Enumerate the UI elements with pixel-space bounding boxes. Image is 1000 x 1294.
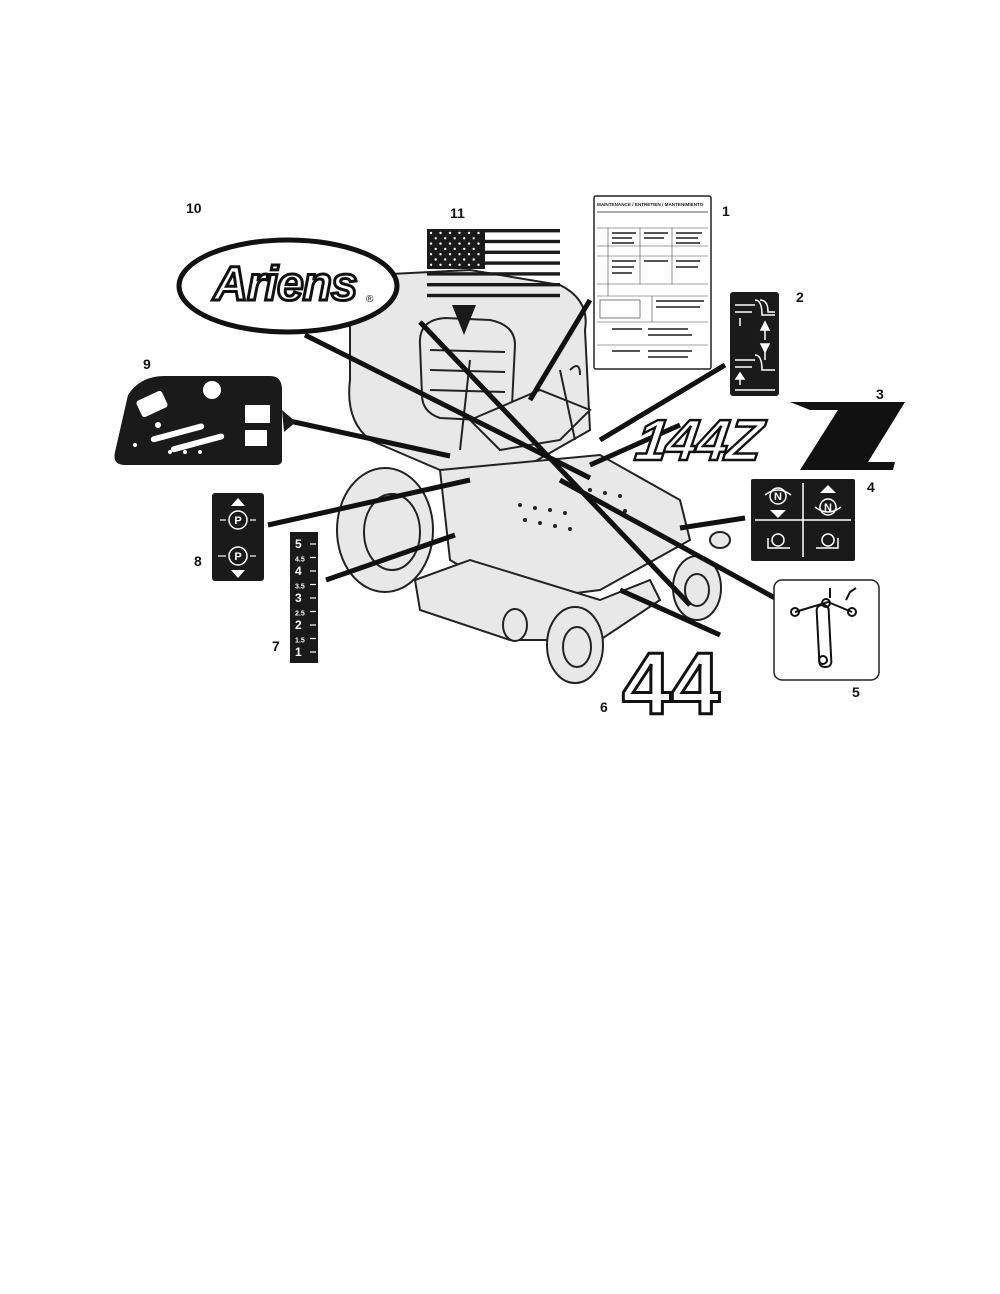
decal-model-number: 144Z — [630, 402, 905, 474]
callout-8: 8 — [194, 553, 202, 569]
decal-ariens-logo: Ariens ® — [176, 237, 400, 335]
height-scale-label: 2 — [295, 618, 302, 632]
height-scale-label: 2.5 — [295, 611, 305, 618]
flag-pointer — [452, 305, 476, 335]
flag-stripe — [427, 229, 560, 233]
flag-stripe — [427, 283, 560, 287]
flag-star — [439, 263, 442, 266]
model-z-stripe — [790, 402, 905, 470]
decal-bypass-rod — [773, 579, 880, 681]
flag-star — [448, 263, 452, 266]
decal-dash-panel — [114, 376, 282, 465]
callout-9: 9 — [143, 356, 151, 372]
flag-star — [453, 237, 456, 240]
flag-star — [444, 237, 447, 240]
flag-star — [472, 247, 475, 251]
flag-star — [444, 258, 447, 261]
flag-star — [458, 253, 461, 256]
flag-star — [477, 263, 480, 266]
neutral-symbol-right: N — [824, 502, 832, 514]
height-scale-labels: 5 4.54 3.53 2.52 1.51 — [295, 537, 316, 659]
flag-star — [458, 263, 461, 266]
model-number-text: 144Z — [632, 408, 770, 473]
callout-numbers: 1 2 3 4 5 6 7 8 9 10 11 — [143, 200, 884, 715]
flag-star — [458, 242, 461, 245]
callout-4: 4 — [867, 479, 875, 495]
callout-6: 6 — [600, 699, 608, 715]
mower-deck — [413, 558, 662, 641]
flag-stripes — [427, 229, 560, 298]
leader-lines — [267, 298, 777, 638]
neutral-symbol-left: N — [774, 491, 782, 503]
callout-3: 3 — [876, 386, 884, 402]
flag-star — [429, 253, 433, 256]
decal-us-flag — [427, 229, 560, 298]
flag-star — [463, 258, 466, 261]
flag-star — [472, 258, 475, 261]
flag-star — [467, 231, 471, 235]
decal-maintenance-chart: MAINTENANCE / ENTRETIEN / MANTENIMIENTO — [593, 195, 712, 370]
flag-star — [477, 231, 480, 235]
flag-star — [477, 242, 480, 245]
flag-star — [444, 247, 447, 251]
flag-star — [439, 231, 442, 235]
flag-stripe — [427, 250, 560, 254]
callout-2: 2 — [796, 289, 804, 305]
flag-star — [448, 231, 452, 235]
decal-deck-lift — [730, 292, 779, 396]
flag-star — [439, 253, 442, 256]
parking-brake-symbol-top: P — [234, 515, 241, 527]
callout-11: 11 — [450, 205, 465, 221]
flag-star — [434, 258, 437, 261]
height-scale-label: 4 — [295, 564, 302, 578]
flag-star — [467, 242, 471, 245]
height-scale-label: 3.5 — [295, 584, 305, 591]
parking-brake-symbol-bottom: P — [234, 551, 241, 563]
flag-stripe — [427, 239, 560, 244]
ariens-logo-text: Ariens — [212, 258, 357, 311]
registered-mark: ® — [366, 294, 374, 305]
flag-star — [429, 242, 433, 245]
flag-star — [434, 247, 437, 251]
flag-star — [458, 231, 461, 235]
flag-star — [429, 231, 433, 235]
flag-star — [467, 263, 471, 266]
flag-star — [463, 247, 466, 251]
flag-stars — [429, 231, 480, 266]
flag-star — [434, 237, 437, 240]
front-left-caster — [546, 606, 604, 684]
flag-star — [477, 253, 480, 256]
flag-star — [467, 253, 471, 256]
flag-star — [429, 263, 433, 266]
flag-stripe — [427, 293, 560, 298]
callout-7: 7 — [272, 638, 280, 654]
flag-star — [472, 237, 475, 240]
height-scale-label: 4.5 — [295, 557, 305, 564]
decal-height-of-cut-scale: 5 4.54 3.53 2.52 1.51 — [290, 532, 318, 663]
height-scale-label: 1 — [295, 645, 302, 659]
flag-star — [463, 237, 466, 240]
flag-star — [453, 258, 456, 261]
callout-5: 5 — [852, 684, 860, 700]
callout-10: 10 — [186, 200, 202, 216]
flag-star — [448, 253, 452, 256]
callout-1: 1 — [722, 203, 730, 219]
flag-star — [439, 242, 442, 245]
flag-stripe — [427, 272, 560, 276]
flag-stripe — [427, 261, 560, 265]
maintenance-chart-title: MAINTENANCE / ENTRETIEN / MANTENIMIENTO — [597, 202, 704, 207]
flag-star — [453, 247, 456, 251]
decal-neutral-controls: N N — [751, 479, 855, 561]
decal-parking-brake: P P — [212, 493, 264, 581]
flag-star — [448, 242, 452, 245]
deck-size-decal: 44 — [622, 634, 720, 733]
height-scale-label: 3 — [295, 591, 302, 605]
height-scale-label: 1.5 — [295, 638, 305, 645]
height-scale-label: 5 — [295, 537, 302, 551]
